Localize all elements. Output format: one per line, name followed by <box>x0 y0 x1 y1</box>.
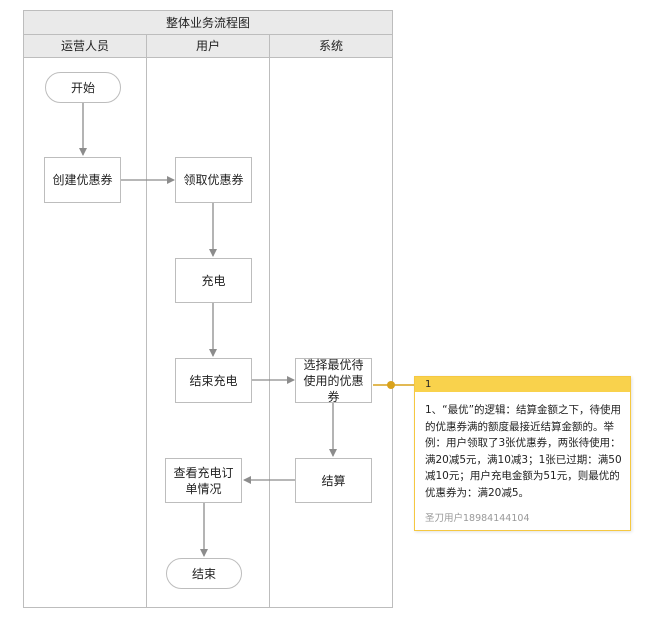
node-start[interactable]: 开始 <box>45 72 121 103</box>
lane-divider <box>146 35 147 607</box>
lane-header-operator: 运营人员 <box>24 35 146 58</box>
node-claim-coupon[interactable]: 领取优惠券 <box>175 157 252 203</box>
node-settle[interactable]: 结算 <box>295 458 372 503</box>
diagram-title: 整体业务流程图 <box>24 11 392 35</box>
lane-header-user: 用户 <box>147 35 269 58</box>
comment-text: 1、“最优”的逻辑：结算金额之下，待使用的优惠券满的额度最接近结算金额的。举例：… <box>425 404 622 499</box>
node-view-charge-order[interactable]: 查看充电订单情况 <box>165 458 242 503</box>
comment-index: 1 <box>415 377 630 392</box>
node-create-coupon[interactable]: 创建优惠券 <box>44 157 121 203</box>
node-choose-best-coupon[interactable]: 选择最优待使用的优惠券 <box>295 358 372 404</box>
comment-card[interactable]: 1 1、“最优”的逻辑：结算金额之下，待使用的优惠券满的额度最接近结算金额的。举… <box>414 376 631 531</box>
node-end-charge[interactable]: 结束充电 <box>175 358 252 403</box>
node-charge[interactable]: 充电 <box>175 258 252 303</box>
diagram-frame <box>23 10 393 608</box>
lane-divider <box>269 35 270 607</box>
lane-header-system: 系统 <box>270 35 392 58</box>
comment-anchor <box>387 381 395 389</box>
comment-author: 圣刀用户18984144104 <box>425 513 530 524</box>
node-end[interactable]: 结束 <box>166 558 242 589</box>
